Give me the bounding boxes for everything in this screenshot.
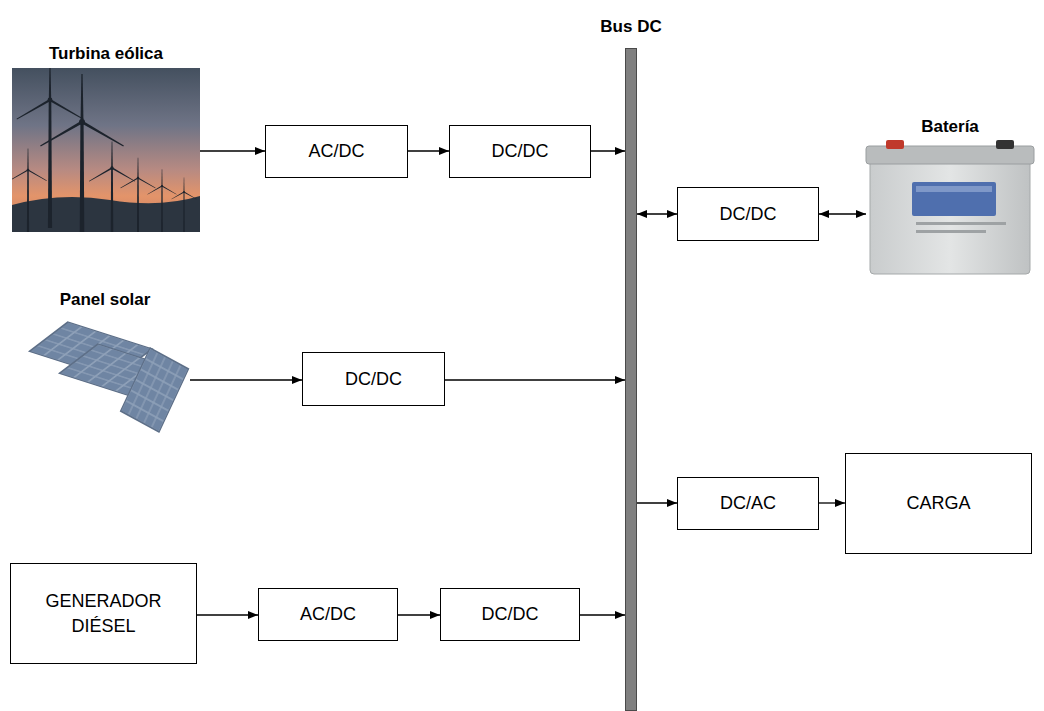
box-label: DC/DC bbox=[345, 367, 402, 391]
box-label: AC/DC bbox=[308, 139, 364, 163]
battery-image: Batería bbox=[866, 140, 1034, 275]
battery-terminal bbox=[996, 140, 1014, 149]
connector-arrow bbox=[591, 150, 625, 151]
box-label: GENERADOR DIÉSEL bbox=[34, 589, 174, 638]
sky bbox=[12, 68, 200, 232]
box-label: DC/DC bbox=[482, 602, 539, 626]
converter-box: DC/DC bbox=[449, 125, 591, 178]
battery-label-plate bbox=[912, 182, 996, 216]
connector-arrow bbox=[445, 379, 625, 380]
box-label: DC/AC bbox=[720, 491, 776, 515]
converter-box: AC/DC bbox=[258, 588, 398, 641]
box-label: DC/DC bbox=[720, 202, 777, 226]
wind-turbine-photo bbox=[12, 68, 200, 232]
battery-marking bbox=[916, 222, 1006, 225]
converter-box: DC/DC bbox=[440, 588, 580, 641]
connector-arrow bbox=[200, 150, 265, 151]
converter-box: AC/DC bbox=[265, 125, 408, 178]
connector-arrow bbox=[408, 150, 449, 151]
battery-terminal bbox=[886, 140, 904, 149]
converter-box: DC/AC bbox=[677, 477, 819, 530]
connector-arrow bbox=[197, 614, 258, 615]
turbine bbox=[147, 169, 177, 232]
turbine bbox=[120, 158, 156, 232]
box-label: DC/DC bbox=[492, 139, 549, 163]
connector-arrow bbox=[580, 614, 625, 615]
load-box: CARGA bbox=[845, 453, 1032, 554]
heading-label: Turbina eólica bbox=[47, 44, 165, 64]
connector-arrow bbox=[637, 502, 677, 503]
turbine bbox=[12, 148, 47, 232]
heading-label: Batería bbox=[919, 117, 981, 137]
turbine bbox=[16, 68, 84, 228]
hills bbox=[12, 196, 200, 232]
battery-body bbox=[870, 158, 1030, 274]
connector-arrow bbox=[398, 614, 440, 615]
heading-label: Panel solar bbox=[58, 290, 153, 310]
solar-panel-picture bbox=[30, 322, 189, 432]
turbine bbox=[171, 178, 196, 232]
box-label: CARGA bbox=[906, 491, 970, 515]
connector-arrow bbox=[190, 379, 302, 380]
heading-label: Bus DC bbox=[598, 17, 663, 37]
converter-box: DC/DC bbox=[677, 187, 819, 241]
battery-picture bbox=[866, 140, 1034, 274]
box-label: AC/DC bbox=[300, 602, 356, 626]
battery-marking bbox=[916, 230, 986, 233]
converter-box: DC/DC bbox=[302, 352, 445, 406]
dc-bus-bar: Bus DC bbox=[625, 48, 637, 711]
connector-arrow bbox=[819, 213, 866, 214]
wind-turbine-image: Turbina eólica bbox=[12, 68, 200, 232]
solar-panel-image: Panel solar bbox=[20, 322, 190, 440]
battery-label-stripe bbox=[916, 186, 992, 192]
connector-arrow bbox=[637, 213, 677, 214]
turbine bbox=[89, 142, 136, 232]
generator-box: GENERADOR DIÉSEL bbox=[10, 563, 197, 664]
connector-arrow bbox=[819, 502, 845, 503]
panel bbox=[121, 348, 189, 432]
